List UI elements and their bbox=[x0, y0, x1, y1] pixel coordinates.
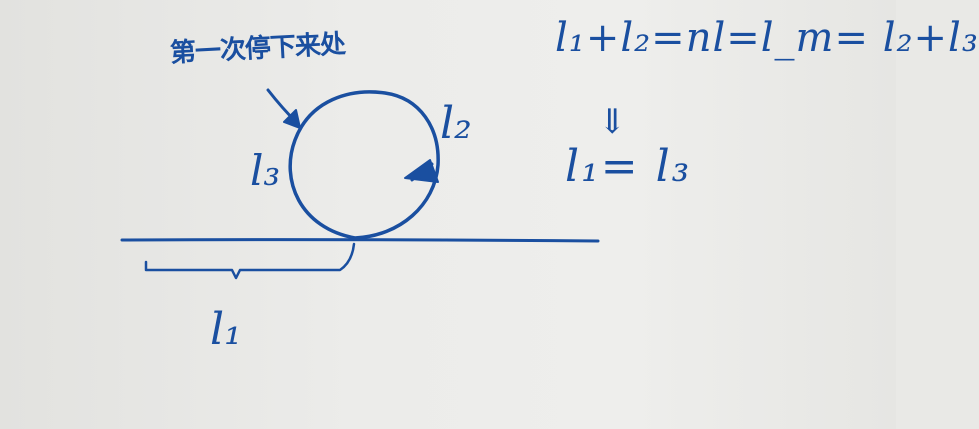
track-line bbox=[120, 238, 600, 243]
equation-top: l₁+l₂=nl=l_m= l₂+l₃ bbox=[555, 15, 979, 61]
equation-bottom: l₁= l₃ bbox=[565, 141, 692, 192]
stop-point-arrowhead bbox=[283, 109, 301, 129]
label-l1: l₁ bbox=[210, 304, 242, 355]
label-l2: l₂ bbox=[440, 98, 472, 149]
diagram-drawing bbox=[120, 88, 600, 280]
loop-circle bbox=[288, 90, 440, 240]
implies-arrow: ⇓ bbox=[598, 102, 627, 142]
label-l3: l₃ bbox=[250, 146, 281, 195]
l1-bracket bbox=[144, 242, 356, 280]
loop-direction-stroke bbox=[410, 162, 434, 182]
